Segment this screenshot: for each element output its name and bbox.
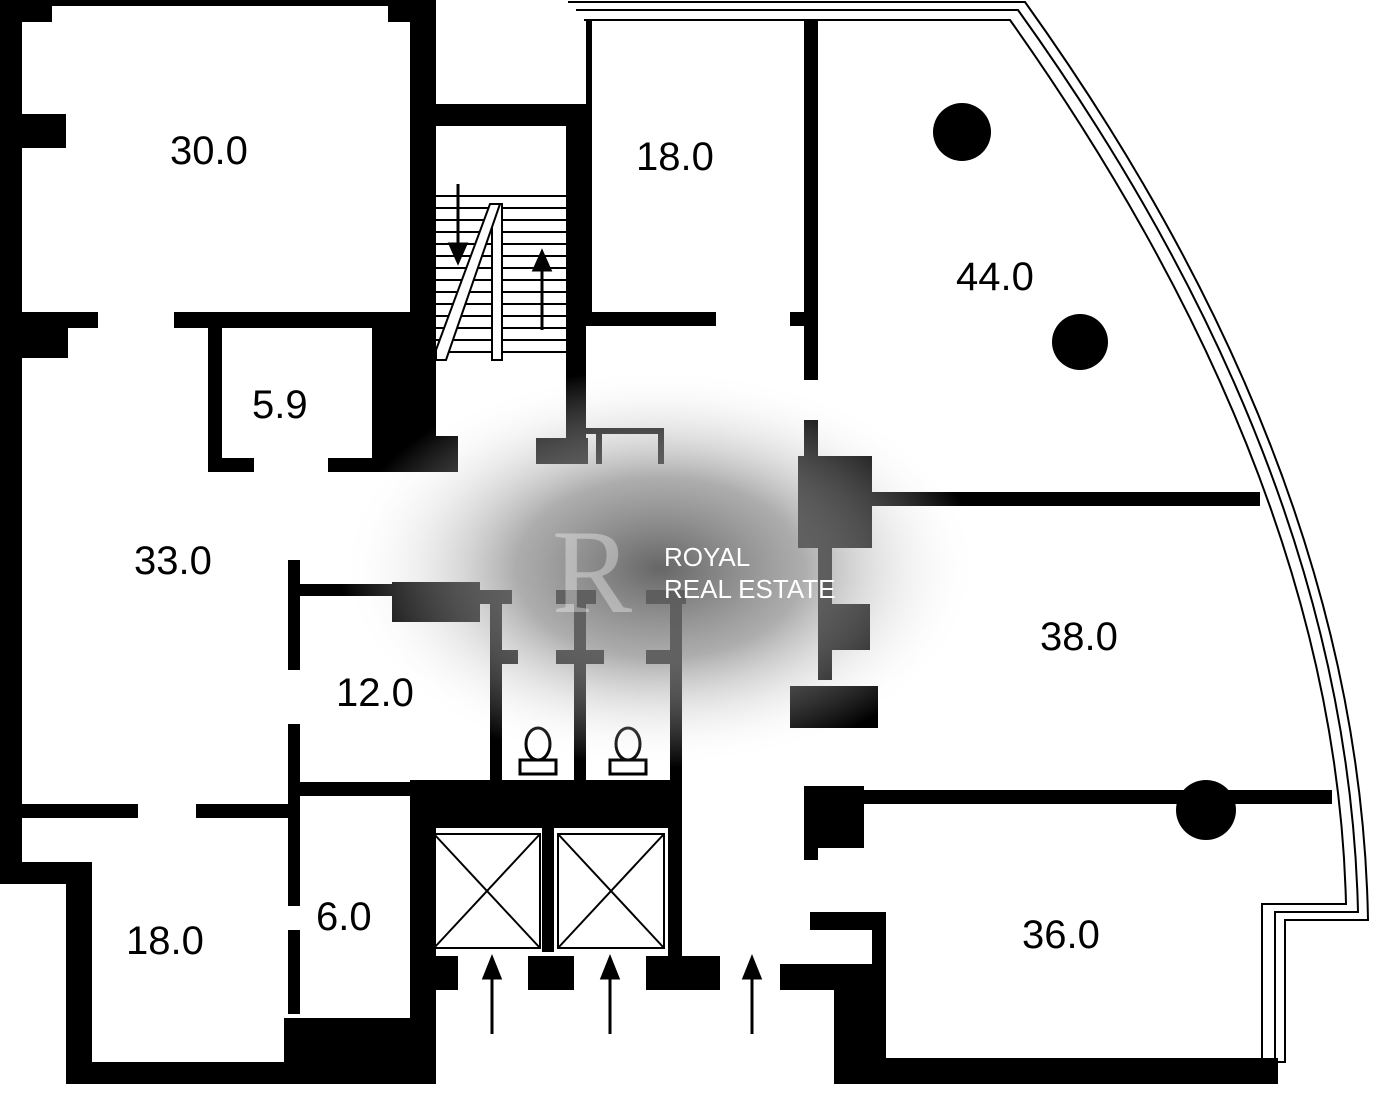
room-area-label: 30.0 bbox=[170, 129, 248, 173]
elevator-shaft-1 bbox=[433, 833, 541, 949]
watermark: R ROYAL REAL ESTATE bbox=[340, 368, 980, 768]
watermark-logo-icon: R bbox=[552, 505, 632, 638]
room-area-label: 36.0 bbox=[1022, 913, 1100, 957]
arrow-up-icon bbox=[531, 248, 553, 330]
room-area-label: 18.0 bbox=[126, 919, 204, 963]
room-area-label: 44.0 bbox=[956, 255, 1034, 299]
entrance-arrow-icon bbox=[481, 953, 503, 1034]
entrance-arrow-icon bbox=[599, 953, 621, 1034]
balcony-outline bbox=[568, 0, 1370, 1063]
room-area-label: 5.9 bbox=[252, 383, 308, 427]
room-labels: 30.0 18.0 44.0 5.9 33.0 38.0 12.0 6.0 18… bbox=[126, 129, 1118, 963]
column-icon bbox=[1052, 314, 1108, 370]
staircase bbox=[435, 195, 566, 361]
room-area-label: 38.0 bbox=[1040, 615, 1118, 659]
watermark-line-2: REAL ESTATE bbox=[664, 574, 835, 604]
arrow-down-icon bbox=[447, 184, 469, 266]
room-area-label: 33.0 bbox=[134, 539, 212, 583]
column-icon bbox=[933, 103, 991, 161]
watermark-line-1: ROYAL bbox=[664, 542, 750, 572]
elevator-shaft-2 bbox=[557, 833, 665, 949]
entrance-arrow-icon bbox=[741, 953, 763, 1034]
column-icon bbox=[1176, 780, 1236, 840]
room-area-label: 6.0 bbox=[316, 895, 372, 939]
room-area-label: 18.0 bbox=[636, 135, 714, 179]
room-area-label: 12.0 bbox=[336, 671, 414, 715]
